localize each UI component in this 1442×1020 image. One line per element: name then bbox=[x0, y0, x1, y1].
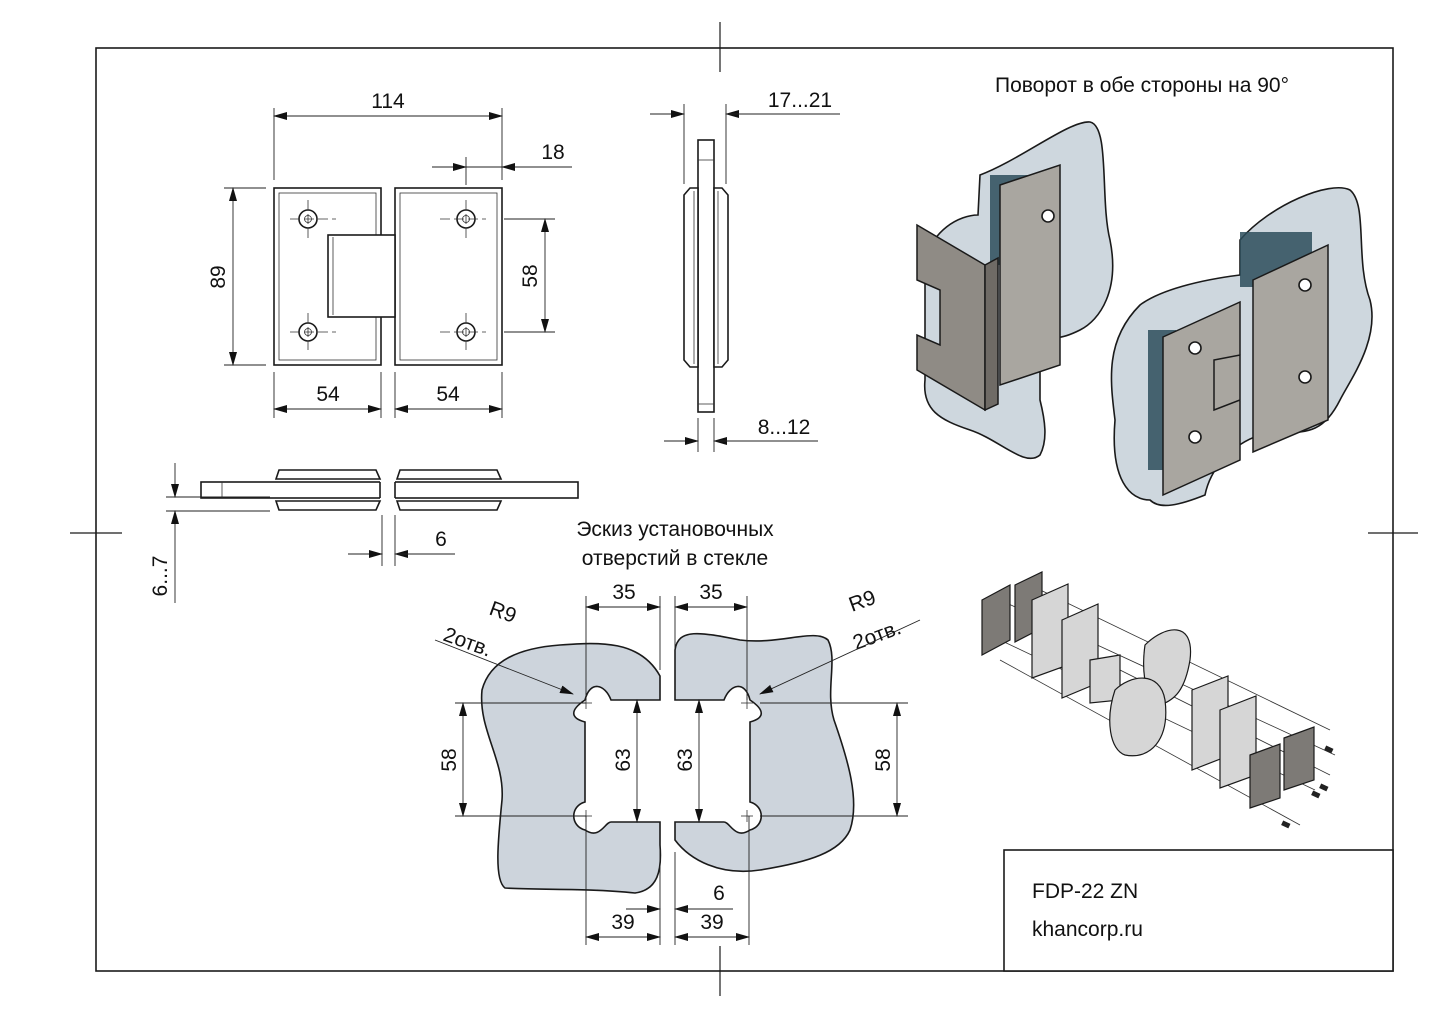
right-leaf bbox=[394, 187, 503, 366]
glass-cutout-sketch: Эскиз установочных отверстий в стекле R9… bbox=[434, 518, 921, 945]
dim-left-leaf: 54 bbox=[316, 383, 340, 406]
hinge-render-rotated bbox=[916, 121, 1114, 460]
right-bottom-offset: 39 bbox=[700, 911, 723, 934]
render-view: Поворот в обе стороны на 90° bbox=[916, 74, 1373, 829]
cutout-gap: 6 bbox=[713, 882, 725, 905]
exploded-view bbox=[981, 571, 1336, 829]
top-view: 6...7 6 bbox=[149, 463, 579, 603]
dim-plate-thickness: 6...7 bbox=[149, 556, 172, 597]
website: khancorp.ru bbox=[1032, 918, 1143, 941]
left-hole-spacing: 58 bbox=[438, 748, 461, 771]
dim-overall-width: 114 bbox=[371, 90, 405, 113]
center-marks bbox=[70, 22, 1418, 996]
dim-total-thickness: 17...21 bbox=[768, 89, 832, 112]
left-hole-offset: 35 bbox=[612, 581, 635, 604]
render-caption: Поворот в обе стороны на 90° bbox=[995, 74, 1289, 97]
left-holes-label: 2отв. bbox=[440, 623, 494, 662]
front-view: 114 18 89 58 54 54 bbox=[207, 90, 572, 418]
dim-hole-spacing: 58 bbox=[519, 264, 542, 287]
sheet-border bbox=[95, 47, 1394, 972]
glass-edge bbox=[697, 139, 715, 413]
right-radius-label: R9 bbox=[846, 586, 879, 617]
glass-left bbox=[480, 642, 662, 894]
dim-glass-thickness: 8...12 bbox=[758, 416, 811, 439]
model-number: FDP-22 ZN bbox=[1032, 880, 1138, 903]
left-bottom-offset: 39 bbox=[611, 911, 634, 934]
cutout-title-line1: Эскиз установочных bbox=[576, 518, 774, 541]
right-hole-offset: 35 bbox=[699, 581, 722, 604]
hinge-knuckle bbox=[327, 234, 396, 318]
dim-gap: 6 bbox=[435, 528, 447, 551]
left-cutout-height: 63 bbox=[612, 748, 635, 771]
dim-right-leaf: 54 bbox=[436, 383, 460, 406]
right-hole-spacing: 58 bbox=[872, 748, 895, 771]
cutout-title-line2: отверстий в стекле bbox=[582, 547, 768, 570]
left-radius-label: R9 bbox=[486, 597, 519, 628]
side-view: 17...21 8...12 bbox=[650, 89, 840, 452]
title-block: FDP-22 ZN khancorp.ru bbox=[1003, 849, 1394, 972]
right-cutout-height: 63 bbox=[674, 748, 697, 771]
hinge-render-straight bbox=[1110, 187, 1373, 507]
glass-right bbox=[674, 632, 855, 872]
dim-offset-right: 18 bbox=[541, 141, 564, 164]
dim-height: 89 bbox=[207, 265, 230, 288]
